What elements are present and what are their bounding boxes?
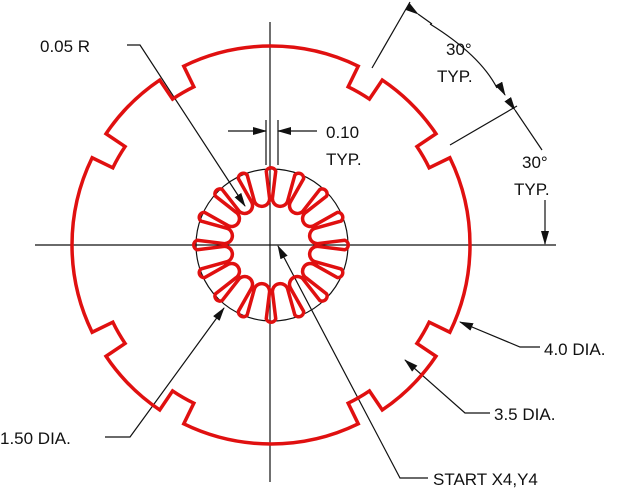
angle-extension-1 xyxy=(371,1,411,69)
slot-width-typ: TYP. xyxy=(326,150,362,169)
angle-arrow-1a xyxy=(405,3,433,25)
start-leader xyxy=(277,245,428,479)
angle-extension-2 xyxy=(449,105,518,146)
fillet-leader xyxy=(127,44,246,207)
angle-dim-arc-1 xyxy=(429,23,498,89)
outer-dia-leader xyxy=(459,321,540,348)
angle2-typ: TYP. xyxy=(514,180,550,199)
inner-dia-label: 1.50 DIA. xyxy=(0,429,71,448)
notch-dia-label: 3.5 DIA. xyxy=(494,405,555,424)
start-label: START X4,Y4 xyxy=(433,470,538,489)
angle-arrow-2a xyxy=(504,96,543,151)
angle-arrow-1b xyxy=(495,81,506,96)
angle1-label: 30° xyxy=(446,40,472,59)
slot-width-label: 0.10 xyxy=(326,123,359,142)
angle1-typ: TYP. xyxy=(437,67,473,86)
outer-notched-profile xyxy=(70,44,472,446)
angle2-label: 30° xyxy=(522,153,548,172)
notch-dia-leader xyxy=(404,359,490,414)
fillet-label: 0.05 R xyxy=(40,37,90,56)
inner-dia-leader xyxy=(105,307,225,438)
inner-slotted-profile xyxy=(192,166,350,324)
outer-dia-label: 4.0 DIA. xyxy=(544,340,605,359)
